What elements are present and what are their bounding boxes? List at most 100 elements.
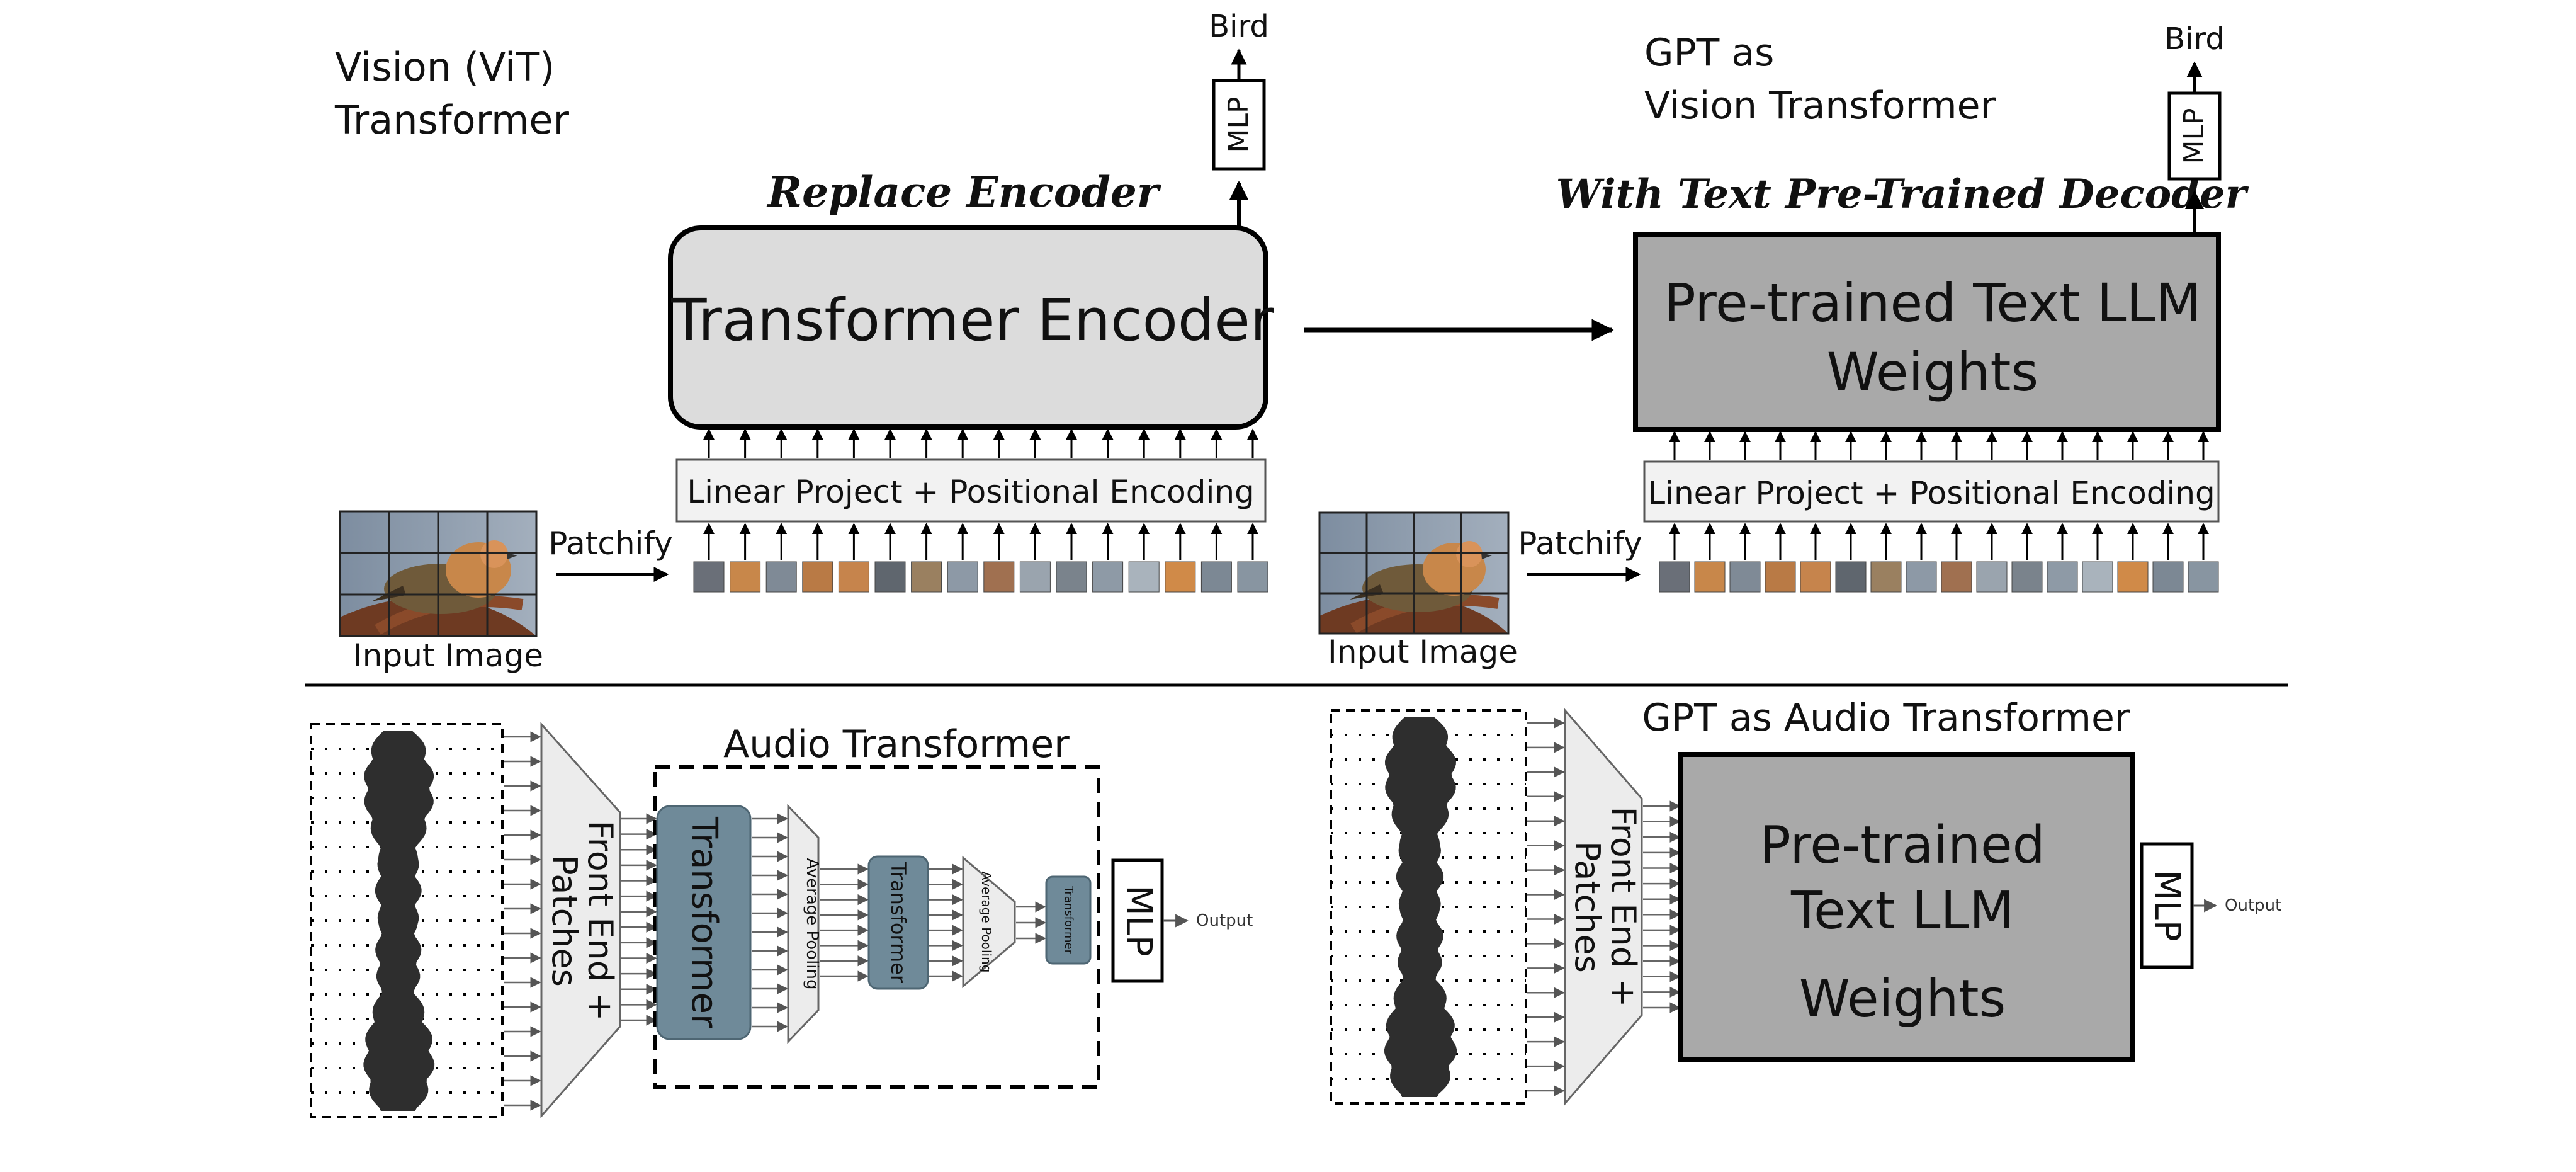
- audio-t1-to-pool1-arrows: [752, 813, 788, 1032]
- image-patch: [2188, 561, 2219, 593]
- gpt-audio-waveform-panel: [1330, 709, 1527, 1105]
- audio-transformer-dashed-box: [653, 765, 1100, 1089]
- gpt-audio-llm-line2: Text LLM: [1790, 881, 2014, 941]
- vit-input-image: [339, 510, 538, 637]
- gpt-vision-decoder-caption: With Text Pre-Trained Decoder: [1556, 171, 2249, 218]
- image-patch: [1092, 561, 1124, 593]
- audio-transformer-title: Audio Transformer: [723, 722, 1070, 766]
- vit-patch-to-linear-arrows: [703, 523, 1258, 560]
- gpt-audio-front-end-output-arrows: [1527, 717, 1681, 1096]
- vit-linear-project-box: [675, 458, 1267, 523]
- image-patch: [1165, 561, 1196, 593]
- transformer-encoder-box: [668, 225, 1268, 430]
- audio-transformer-block-3: [1045, 875, 1092, 965]
- image-patch: [730, 561, 761, 593]
- image-patch: [1200, 561, 1232, 593]
- gpt-vision-patch-to-linear-arrows: [1669, 523, 2209, 560]
- image-patch: [838, 561, 869, 593]
- vit-title-line2: Transformer: [334, 97, 570, 143]
- gpt-vision-bird-output: Bird: [2164, 21, 2225, 57]
- image-patch: [1906, 561, 1937, 593]
- gpt-vision-linear-project-label: Linear Project + Positional Encoding: [1647, 475, 2215, 511]
- audio-section: Front End + Patches Audio Transformer Tr…: [310, 722, 1253, 1118]
- vit-linear-to-encoder-arrows: [703, 428, 1258, 458]
- image-patch: [2117, 561, 2149, 593]
- gpt-audio-front-end-block: [1564, 707, 1643, 1107]
- image-patch: [1056, 561, 1087, 593]
- image-patch: [874, 561, 906, 593]
- gpt-audio-output-label: Output: [2225, 896, 2281, 915]
- gpt-audio-front-end-line1: Front End +: [1603, 807, 1643, 1008]
- image-patch: [1941, 561, 1972, 593]
- audio-front-end-block: [540, 722, 621, 1118]
- image-patch: [1870, 561, 1902, 593]
- image-patch: [1659, 561, 1690, 593]
- vit-mlp-box: [1212, 79, 1266, 171]
- waveform: [1384, 717, 1457, 1097]
- image-patch: [2082, 561, 2113, 593]
- audio-mlp-box: [1111, 858, 1164, 983]
- audio-transformer-block-2: [867, 855, 929, 990]
- vit-section: Vision (ViT) Transformer Replace Encoder…: [334, 9, 1274, 674]
- audio-pool2-to-t3-arrows: [1016, 901, 1046, 944]
- image-patch: [983, 561, 1015, 593]
- image-patch: [947, 561, 978, 593]
- image-patch: [1765, 561, 1796, 593]
- gpt-vision-llm-box: [1633, 232, 2221, 432]
- gpt-audio-mlp-box: [2140, 842, 2194, 969]
- image-patch: [765, 561, 797, 593]
- vit-patch-row: [693, 561, 1268, 593]
- vit-replace-encoder-caption: Replace Encoder: [766, 168, 1161, 217]
- gpt-vision-patch-row: [1659, 561, 2219, 593]
- vit-title-line1: Vision (ViT): [335, 44, 555, 90]
- gpt-vision-title-line2: Vision Transformer: [1644, 84, 1996, 128]
- image-patch: [1976, 561, 2008, 593]
- image-patch: [1835, 561, 1867, 593]
- transformer-encoder-label: Transformer Encoder: [670, 287, 1274, 354]
- image-patch: [2011, 561, 2043, 593]
- image-patch: [2047, 561, 2078, 593]
- gpt-vision-section: GPT as Vision Transformer With Text Pre-…: [1318, 21, 2249, 670]
- gpt-audio-title: GPT as Audio Transformer: [1642, 696, 2130, 740]
- audio-transformer-3-label: Transformer: [1062, 885, 1075, 955]
- image-patch: [1237, 561, 1268, 593]
- audio-average-pooling-2: [962, 855, 1016, 989]
- audio-pool1-to-t2-arrows: [820, 863, 869, 982]
- gpt-vision-llm-line2: Weights: [1827, 341, 2038, 403]
- audio-front-end-line2: Patches: [545, 855, 584, 987]
- gpt-audio-front-end-line2: Patches: [1568, 841, 1607, 973]
- gpt-vision-input-image: [1318, 511, 1510, 635]
- gpt-vision-input-image-label: Input Image: [1328, 634, 1518, 670]
- audio-transformer-2-label: Transformer: [886, 862, 910, 984]
- vit-mlp-label: MLP: [1223, 96, 1255, 152]
- vit-input-image-label: Input Image: [353, 637, 543, 674]
- gpt-audio-section: Front End + Patches GPT as Audio Transfo…: [1330, 696, 2281, 1107]
- vit-bird-output: Bird: [1209, 9, 1269, 44]
- image-patch: [2152, 561, 2184, 593]
- audio-mlp-label: MLP: [1118, 885, 1159, 956]
- gpt-audio-llm-line1: Pre-trained: [1760, 816, 2045, 875]
- image-patch: [802, 561, 833, 593]
- audio-front-end-output-arrows: [504, 731, 657, 1111]
- image-patch: [1128, 561, 1160, 593]
- gpt-vision-llm-line1: Pre-trained Text LLM: [1664, 272, 2201, 334]
- audio-average-pooling-2-label: Average Pooling: [979, 872, 994, 973]
- audio-output-label: Output: [1196, 911, 1253, 930]
- audio-average-pooling-1: [787, 804, 820, 1044]
- image-patch: [911, 561, 942, 593]
- waveform: [363, 731, 435, 1111]
- audio-waveform-panel: [310, 723, 504, 1118]
- image-patch: [1019, 561, 1051, 593]
- gpt-vision-title-line1: GPT as: [1644, 31, 1774, 75]
- audio-transformer-1-label: Transformer: [684, 816, 725, 1029]
- image-patch: [1729, 561, 1761, 593]
- audio-t2-to-pool2-arrows: [929, 863, 963, 982]
- gpt-audio-llm-line3: Weights: [1799, 969, 2006, 1029]
- vit-patchify-label: Patchify: [548, 525, 673, 562]
- gpt-audio-mlp-label: MLP: [2147, 870, 2188, 941]
- gpt-vision-mlp-box: [2167, 91, 2222, 181]
- gpt-audio-llm-box: [1678, 752, 2135, 1062]
- image-patch: [1800, 561, 1831, 593]
